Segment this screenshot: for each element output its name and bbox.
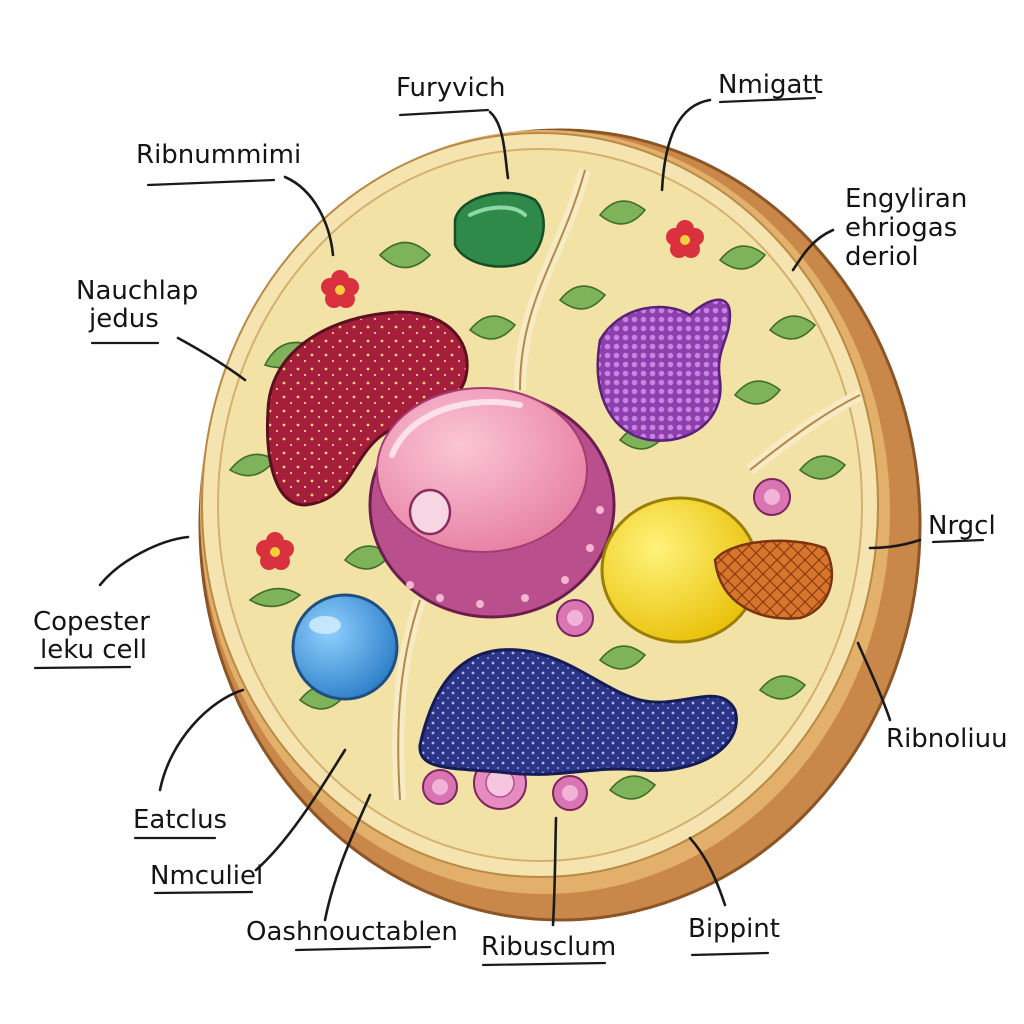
label-nmculiel: Nmculiel (150, 861, 263, 891)
endoplasmic-reticulum (418, 648, 738, 776)
label-engyliran-line1: Engyliran (845, 184, 967, 214)
flower-icon (321, 270, 359, 308)
label-furyvich: Furyvich (396, 73, 505, 103)
label-eatclus: Eatclus (133, 805, 227, 835)
leaf-icon (378, 241, 432, 269)
leaf-icon (558, 285, 607, 310)
leaf-icon (768, 315, 817, 340)
leaf-icon (608, 775, 657, 800)
label-nauchlap-line2: jedus (88, 304, 159, 334)
label-nmigatt: Nmigatt (718, 70, 823, 100)
nucleolus (408, 488, 452, 536)
label-engyliran-line2: ehriogas (845, 213, 957, 243)
leaf-icon (598, 645, 647, 670)
green-organelle (453, 191, 545, 268)
leaf-icon (758, 675, 807, 700)
purple-organelle (596, 298, 732, 442)
leaf-icon (468, 315, 517, 340)
label-oashnouctablen: Oashnouctablen (246, 917, 458, 947)
leader-lines (33, 96, 985, 967)
yellow-organelle (600, 496, 834, 644)
label-ribnoliuu: Ribnoliuu (886, 724, 1008, 754)
leaf-icon (718, 245, 767, 270)
label-copester-line1: Copester (33, 607, 150, 637)
label-ribnummimi: Ribnummimi (136, 140, 301, 170)
label-nrgcl: Nrgcl (928, 511, 996, 541)
cell (198, 128, 922, 922)
flower-icon (256, 532, 294, 570)
label-engyliran-line3: deriol (845, 242, 919, 272)
nucleus (368, 387, 616, 619)
label-nauchlap-line1: Nauchlap (76, 276, 198, 306)
orange-mesh-organelle (713, 539, 834, 620)
flower-icon (666, 220, 704, 258)
labels: Furyvich Nmigatt Ribnummimi Engyliran eh… (33, 70, 1008, 962)
label-bippint: Bippint (688, 914, 780, 944)
leaf-icon (798, 455, 847, 480)
leaf-icon (733, 380, 782, 405)
label-copester-line2: leku cell (40, 635, 147, 665)
label-ribusclum: Ribusclum (481, 932, 616, 962)
leaf-icon (598, 200, 647, 225)
leaf-icon (248, 587, 302, 608)
blue-vacuole (291, 593, 399, 701)
